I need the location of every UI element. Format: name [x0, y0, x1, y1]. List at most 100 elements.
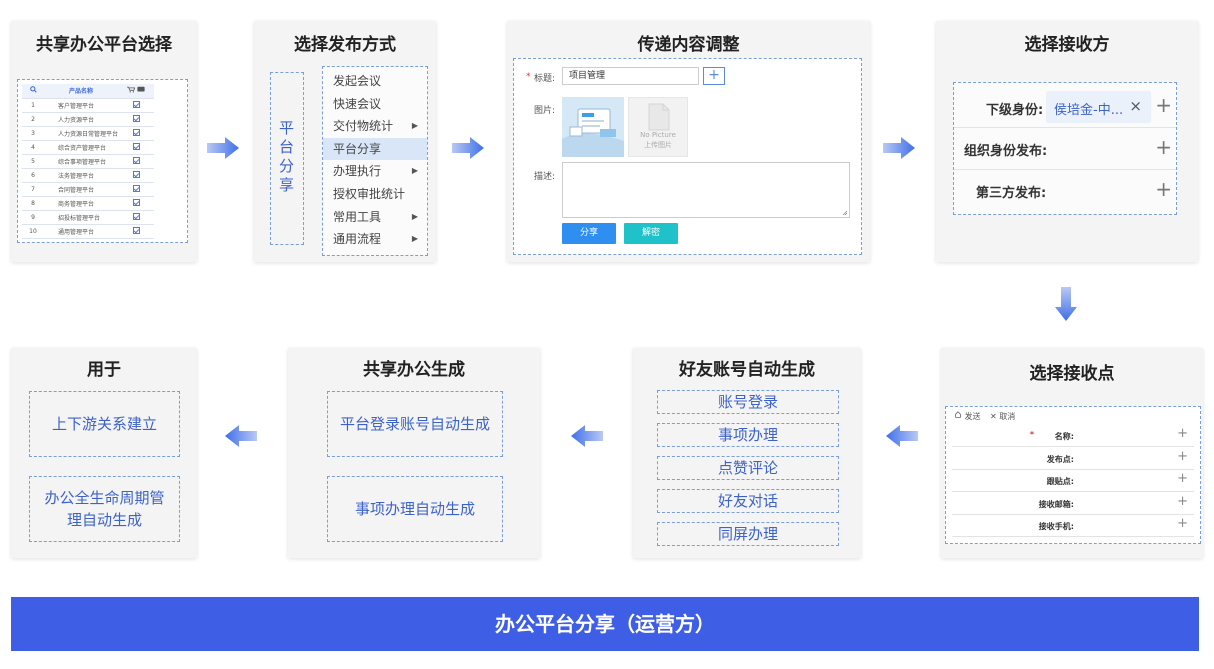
receive-point-label: 发布点: — [1046, 454, 1074, 464]
close-icon[interactable]: × — [1129, 97, 1142, 115]
no-picture-placeholder[interactable]: No Picture 上传图片 — [628, 97, 688, 157]
submenu-arrow-icon: ▶ — [411, 211, 418, 221]
title-input[interactable]: 项目管理 — [562, 67, 699, 85]
menu-item[interactable]: 办理执行▶ — [323, 160, 427, 183]
picture-placeholder-icon — [648, 103, 670, 131]
receive-point-row: 跟贴点: + — [952, 470, 1194, 492]
cancel-action[interactable]: ✕ 取消 — [990, 411, 1015, 422]
menu-item[interactable]: 发起会议 — [323, 70, 427, 93]
flow-arrow-right-icon — [207, 137, 239, 159]
platform-select-title: 共享办公平台选择 — [36, 35, 172, 55]
checkbox-icon — [132, 100, 140, 108]
add-point-icon[interactable]: + — [1177, 448, 1188, 464]
usage-card: 用于 上下游关系建立 办公全生命周期管理自动生成 — [11, 348, 197, 558]
add-receiver-icon[interactable]: + — [1155, 177, 1172, 201]
row-checkbox[interactable] — [118, 126, 155, 141]
receive-point-label: 跟贴点: — [1046, 477, 1074, 486]
receiver-form: 下级身份: 侯培金-中... × + 组织身份发布: + 第三方发布: + — [953, 82, 1177, 215]
receive-point-row: * 名称: + — [952, 425, 1194, 447]
flow-arrow-down-icon — [1055, 287, 1077, 321]
row-checkbox[interactable] — [118, 98, 155, 113]
flow-arrow-left-icon — [571, 425, 603, 447]
row-checkbox[interactable] — [118, 210, 155, 225]
platform-share-side[interactable]: 平台分享 — [270, 72, 304, 245]
menu-item[interactable]: 通用流程▶ — [323, 228, 427, 251]
required-mark: * — [1029, 430, 1034, 439]
receiver-chip[interactable]: 侯培金-中... × — [1046, 91, 1151, 123]
menu-item[interactable]: 快速会议 — [323, 93, 427, 116]
flow-arrow-right-icon — [452, 137, 484, 159]
content-adjust-title: 传递内容调整 — [637, 35, 740, 55]
auto-account-card: 好友账号自动生成 账号登录事项办理点赞评论好友对话同屏办理 — [633, 348, 861, 558]
image-thumbnail[interactable] — [562, 97, 624, 157]
footer-banner: 办公平台分享（运营方） — [11, 597, 1199, 651]
receiver-row: 组织身份发布: + — [954, 128, 1176, 170]
office-generate-card: 共享办公生成 平台登录账号自动生成 事项办理自动生成 — [288, 348, 540, 558]
description-textarea[interactable] — [562, 162, 850, 218]
dashboard-illustration-icon — [562, 97, 624, 157]
menu-item[interactable]: 交付物统计▶ — [323, 115, 427, 138]
image-label: 图片: — [534, 106, 556, 116]
auto-account-item: 点赞评论 — [657, 456, 839, 480]
add-point-icon[interactable]: + — [1177, 426, 1188, 441]
receive-point-label: 名称: — [1054, 432, 1074, 441]
add-receiver-icon[interactable]: + — [1155, 135, 1172, 159]
row-checkbox[interactable] — [118, 140, 155, 155]
send-action[interactable]: 发送 — [954, 411, 981, 422]
receive-point-card: 选择接收点 发送 ✕ 取消 *名称:+发布点:+跟贴点:+接收邮箱:+接收手机:… — [941, 348, 1203, 558]
receiver-chip-label: 侯培金-中... — [1054, 103, 1124, 118]
row-checkbox[interactable] — [118, 154, 155, 169]
row-number: 1 — [22, 98, 44, 113]
row-checkbox[interactable] — [118, 168, 155, 183]
resize-handle-icon[interactable] — [842, 210, 848, 216]
row-number: 6 — [22, 168, 44, 183]
product-name: 人力资源日常管理平台 — [44, 126, 119, 141]
usage-title: 用于 — [87, 360, 121, 380]
row-checkbox[interactable] — [118, 182, 155, 197]
row-checkbox[interactable] — [118, 112, 155, 127]
add-point-icon[interactable]: + — [1177, 493, 1188, 509]
share-button[interactable]: 分享 — [562, 223, 616, 244]
menu-item[interactable]: 平台分享 — [323, 137, 427, 161]
checkbox-icon — [132, 198, 140, 206]
add-title-button[interactable]: + — [703, 67, 725, 85]
flow-arrow-left-icon — [886, 425, 918, 447]
add-receiver-icon[interactable]: + — [1155, 93, 1172, 117]
menu-item[interactable]: 授权审批统计 — [323, 183, 427, 206]
checkbox-icon — [132, 114, 140, 122]
decrypt-button[interactable]: 解密 — [624, 223, 678, 244]
add-point-icon[interactable]: + — [1177, 471, 1188, 486]
product-name: 客户管理平台 — [44, 98, 119, 113]
publish-method-card: 选择发布方式 平台分享 发起会议快速会议交付物统计▶平台分享办理执行▶授权审批统… — [254, 21, 436, 262]
message-icon[interactable] — [137, 86, 145, 93]
receive-point-label: 接收邮箱: — [1038, 499, 1074, 509]
row-checkbox[interactable] — [118, 224, 155, 239]
send-icon — [954, 411, 962, 419]
usage-item: 上下游关系建立 — [29, 391, 180, 457]
add-point-icon[interactable]: + — [1177, 516, 1188, 531]
product-name: 招投标管理平台 — [44, 210, 119, 225]
title-label: 标题: — [534, 74, 556, 84]
menu-item[interactable]: 常用工具▶ — [323, 206, 427, 229]
checkbox-icon — [132, 184, 140, 192]
checkbox-icon — [132, 142, 140, 150]
search-icon[interactable] — [22, 84, 44, 99]
auto-account-item: 事项办理 — [657, 423, 839, 447]
row-checkbox[interactable] — [118, 196, 155, 211]
submenu-arrow-icon: ▶ — [411, 121, 418, 131]
receive-point-form: 发送 ✕ 取消 *名称:+发布点:+跟贴点:+接收邮箱:+接收手机:+ — [945, 406, 1201, 544]
cart-icon[interactable] — [126, 86, 136, 93]
flow-arrow-right-icon — [883, 137, 915, 159]
receive-point-row: 发布点: + — [952, 448, 1194, 470]
